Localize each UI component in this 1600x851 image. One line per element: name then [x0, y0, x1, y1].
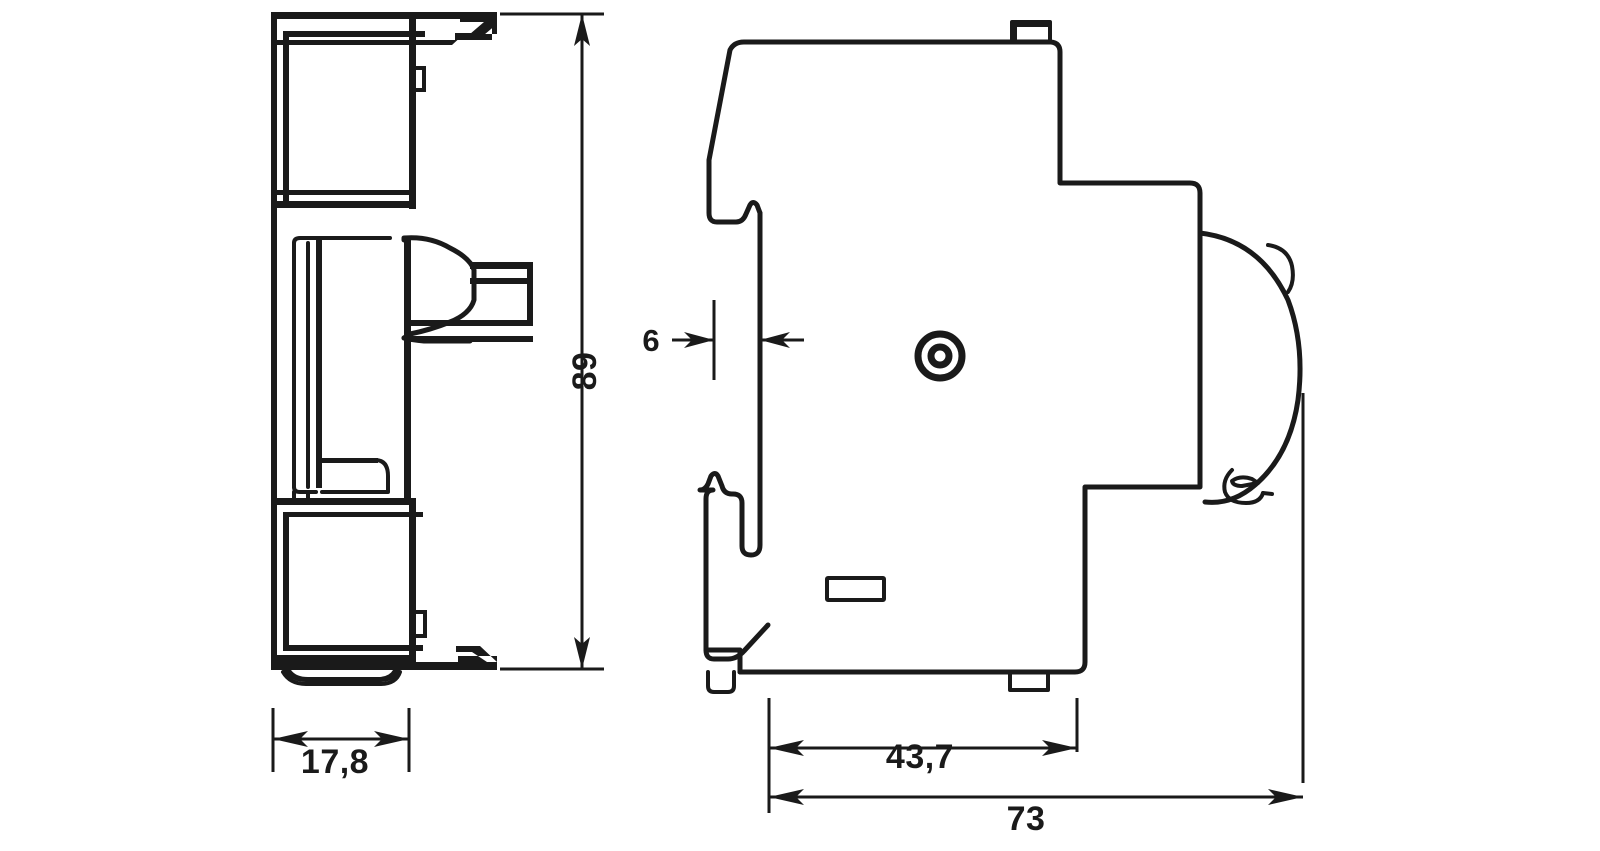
front-view-lower-side-notch-fill3	[423, 610, 427, 638]
side-view-main-outline	[737, 39, 1203, 675]
concentric-circle-marker	[914, 330, 966, 382]
front-view-latch-stem-top	[470, 262, 532, 269]
front-view-mid-rail-top	[292, 236, 392, 245]
front-view-top-bevel	[455, 19, 497, 40]
front-view-latch-lever	[401, 235, 477, 341]
front-view-right-wall-upper	[409, 19, 416, 209]
rotary-knob-lower-stub	[1261, 491, 1274, 496]
rotary-knob-upper-lug	[1266, 243, 1295, 294]
front-view-upper-side-notch-fill	[414, 66, 426, 70]
front-view-bottom-foot-fill	[283, 670, 400, 682]
front-view-latch-stem-bottom-bar2	[404, 336, 533, 342]
front-view-right-wall-lower	[409, 505, 416, 660]
front-view-latch-stem-bottom-bar	[410, 320, 533, 326]
front-view-right-wall-mid	[404, 240, 411, 500]
front-view-lower-inner-bottom	[283, 645, 423, 651]
dim-89-arrow-top	[574, 14, 590, 46]
front-view-lower-side-notch-fill	[414, 610, 427, 614]
front-view-left-wall-lower-outer	[271, 505, 277, 660]
dim-6-arrow-left	[684, 332, 714, 348]
front-view-upper-divider	[271, 201, 416, 208]
dim-89-arrow-bottom	[574, 637, 590, 669]
front-view-mid-foot-fill	[322, 458, 378, 463]
dimension-43-7: 43,7	[767, 698, 1079, 813]
rotary-knob-profile	[1197, 230, 1303, 505]
dimension-73: 73	[769, 789, 1303, 838]
side-view-clip-lower	[697, 471, 771, 662]
dim-6-arrow-right	[760, 332, 790, 348]
dim-89-label: 89	[566, 352, 604, 391]
dim-73-label: 73	[1007, 800, 1046, 838]
dim-6-label: 6	[642, 323, 659, 358]
front-view-bottom-bar	[271, 662, 497, 670]
dim-437-arrow-left	[769, 740, 804, 756]
side-view-top-mounting-tab-fill	[1012, 22, 1050, 42]
front-view-bottom-foot	[281, 670, 402, 686]
front-view-left-wall-inner	[283, 31, 289, 201]
front-view-left-wall-outer	[271, 19, 277, 209]
front-view-upper-side-notch-fill2	[414, 88, 426, 92]
front-view-bottom-bar-bevel	[410, 662, 497, 670]
front-view-latch-stem-right	[527, 262, 533, 326]
dim-178-arrow-right	[374, 731, 409, 747]
front-view-left-wall-lower-inner	[283, 512, 289, 650]
dim-73-arrow-left	[769, 789, 804, 805]
side-view-bottom-rail-left	[703, 647, 743, 675]
rotary-knob-lower-notch	[1230, 475, 1260, 488]
front-view-mid-column	[316, 240, 322, 488]
front-view-upper-divider2	[271, 190, 416, 195]
front-end-view	[271, 12, 533, 686]
front-view-mid-foot	[320, 458, 390, 494]
rotary-knob-lower-lug	[1222, 468, 1265, 505]
side-view-bottom-mounting-tab	[1008, 670, 1050, 692]
front-view-upper-side-notch-fill3	[422, 66, 426, 92]
front-view-mid-left-rail-a	[271, 208, 277, 498]
side-view-bottom-left-tab	[706, 670, 736, 694]
dimension-17-8: 17,8	[271, 708, 411, 781]
rectangular-slot	[825, 576, 886, 602]
front-view-lower-inner-top	[283, 512, 423, 517]
front-view-lower-side-notch-fill2	[414, 634, 427, 638]
side-view-top-edge	[706, 39, 1040, 225]
front-view-top-bar	[271, 12, 497, 19]
dim-178-label: 17,8	[301, 743, 369, 781]
dimension-89: 89	[500, 12, 604, 671]
dim-178-arrow-left	[273, 731, 308, 747]
front-view-bottom-divider	[271, 655, 416, 662]
dim-73-arrow-right	[1268, 789, 1303, 805]
front-view-upper-inner-top	[283, 31, 425, 37]
dimension-6: 6	[642, 300, 804, 380]
front-view-lower-divider	[271, 498, 416, 505]
front-view-latch-stem-bot	[470, 278, 532, 284]
side-profile-view	[697, 20, 1305, 783]
dim-437-arrow-right	[1042, 740, 1077, 756]
front-view-mid-rail-bot	[292, 485, 318, 494]
front-view-bottom-bevel	[456, 646, 497, 662]
dim-437-label: 43,7	[886, 738, 954, 776]
